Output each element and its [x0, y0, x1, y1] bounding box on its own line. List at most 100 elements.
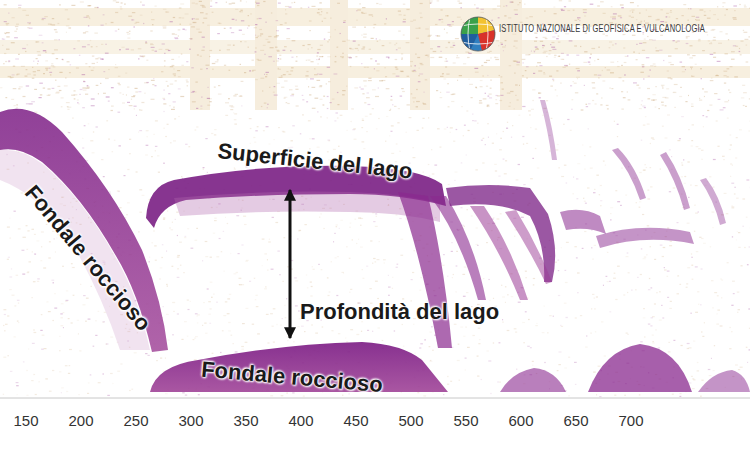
- speckle: [348, 57, 352, 58]
- speckle: [54, 39, 58, 40]
- speckle: [556, 38, 559, 39]
- speckle: [144, 93, 146, 94]
- speckle: [555, 262, 557, 263]
- speckle: [42, 42, 44, 43]
- speckle: [667, 70, 669, 71]
- speckle: [650, 325, 652, 326]
- speckle: [308, 44, 311, 45]
- speckle: [115, 30, 117, 31]
- speckle: [80, 89, 83, 90]
- speckle: [319, 86, 322, 87]
- speckle: [704, 96, 705, 97]
- speckle: [598, 77, 599, 78]
- speckle: [293, 341, 294, 342]
- speckle: [200, 12, 204, 13]
- speckle: [710, 54, 714, 55]
- speckle: [589, 64, 591, 65]
- speckle: [576, 77, 580, 78]
- speckle: [16, 24, 19, 25]
- speckle: [649, 70, 651, 71]
- speckle: [701, 380, 703, 381]
- speckle: [316, 59, 318, 60]
- speckle: [576, 257, 578, 258]
- speckle: [59, 4, 61, 5]
- speckle: [601, 97, 602, 98]
- speckle: [95, 335, 97, 336]
- speckle: [441, 21, 443, 22]
- speckle: [256, 3, 260, 4]
- speckle: [607, 252, 609, 253]
- speckle: [519, 2, 521, 3]
- speckle: [710, 80, 714, 81]
- speckle: [725, 53, 728, 54]
- speckle: [257, 126, 259, 127]
- speckle: [603, 161, 605, 162]
- speckle: [650, 65, 654, 66]
- speckle: [227, 223, 228, 224]
- speckle: [426, 55, 429, 56]
- speckle: [652, 139, 654, 140]
- speckle: [163, 90, 164, 91]
- speckle: [465, 327, 467, 328]
- speckle: [361, 35, 362, 36]
- speckle: [327, 56, 331, 57]
- speckle: [594, 60, 595, 61]
- speckle: [280, 58, 282, 59]
- speckle: [685, 69, 686, 70]
- speckle: [555, 89, 556, 90]
- speckle: [163, 99, 165, 100]
- speckle: [111, 22, 114, 23]
- speckle: [127, 34, 129, 35]
- speckle: [442, 73, 443, 74]
- speckle: [279, 274, 280, 275]
- speckle: [192, 3, 195, 4]
- speckle: [493, 9, 497, 10]
- speckle: [688, 8, 689, 9]
- speckle: [420, 63, 423, 64]
- speckle: [337, 47, 339, 48]
- speckle: [692, 124, 694, 125]
- speckle: [498, 45, 499, 46]
- speckle: [122, 102, 125, 103]
- speckle: [14, 37, 18, 38]
- speckle: [173, 17, 175, 18]
- speckle: [189, 49, 191, 50]
- speckle: [103, 14, 105, 15]
- speckle: [539, 97, 541, 98]
- speckle: [183, 29, 185, 30]
- speckle: [306, 60, 307, 61]
- speckle: [447, 127, 448, 128]
- speckle: [442, 265, 444, 266]
- speckle: [467, 57, 470, 58]
- speckle: [474, 68, 478, 69]
- speckle: [561, 10, 565, 11]
- speckle: [364, 27, 366, 28]
- speckle: [514, 61, 518, 62]
- speckle: [361, 218, 364, 219]
- speckle: [55, 80, 57, 81]
- speckle: [337, 104, 339, 105]
- speckle: [43, 267, 46, 268]
- speckle: [465, 369, 466, 370]
- speckle: [319, 9, 323, 10]
- speckle: [400, 71, 403, 72]
- speckle: [224, 271, 225, 272]
- speckle: [65, 77, 67, 78]
- speckle: [365, 13, 366, 14]
- speckle: [592, 87, 595, 88]
- speckle: [179, 7, 182, 8]
- speckle: [396, 49, 398, 50]
- speckle: [266, 72, 269, 73]
- speckle: [509, 65, 511, 66]
- speckle: [419, 68, 420, 69]
- speckle: [647, 88, 650, 89]
- speckle: [603, 13, 606, 14]
- speckle: [378, 87, 379, 88]
- speckle: [239, 284, 242, 285]
- speckle: [515, 14, 518, 15]
- speckle: [504, 15, 506, 16]
- speckle: [273, 92, 275, 93]
- speckle: [43, 50, 46, 51]
- speckle: [421, 42, 424, 43]
- speckle: [610, 88, 611, 89]
